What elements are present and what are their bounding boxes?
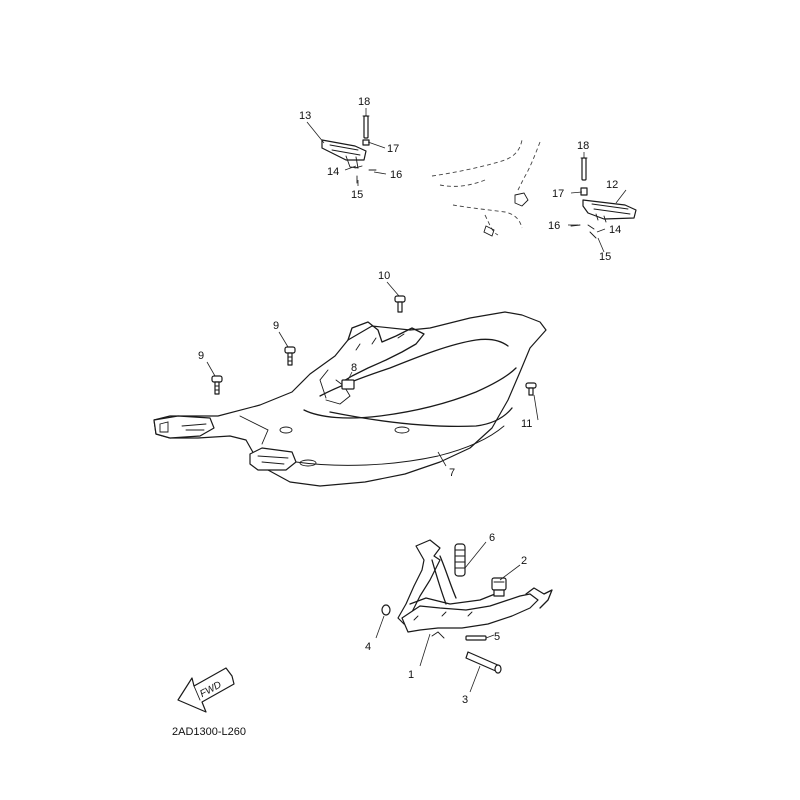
main-stand [381,539,553,674]
nut-8 [341,379,355,390]
bolts [211,295,537,396]
footrest-left [321,115,377,184]
callout-13: 13 [299,110,311,122]
frame-ghost-outline [431,139,541,237]
callouts: 13 18 17 14 16 15 18 12 17 16 14 15 10 9… [198,96,621,706]
callout-17-left: 17 [387,143,399,155]
bolt-11 [525,382,537,396]
callout-11: 11 [521,418,532,430]
leader-lines [206,108,627,693]
callout-16-right: 16 [548,220,560,232]
callout-14-left: 14 [327,166,339,178]
rear-body-cover [153,311,547,487]
callout-9-left: 9 [198,350,204,362]
callout-10: 10 [378,270,390,282]
callout-8: 8 [351,362,357,374]
fwd-arrow: FWD [177,667,235,713]
callout-14-right: 14 [609,224,621,236]
callout-3: 3 [462,694,468,706]
callout-15-right: 15 [599,251,611,263]
callout-17-right: 17 [552,188,564,200]
callout-1: 1 [408,669,414,681]
footrest-right [570,157,637,239]
bolt-10 [394,295,406,313]
bolt-9-center [284,346,296,366]
bolt-9-left [211,375,223,395]
callout-9-center: 9 [273,320,279,332]
callout-4: 4 [365,641,371,653]
callout-18-right: 18 [577,140,589,152]
callout-12: 12 [606,179,618,191]
callout-5: 5 [494,631,500,643]
callout-18-left: 18 [358,96,370,108]
callout-15-left: 15 [351,189,363,201]
callout-2: 2 [521,555,527,567]
drawing-code: 2AD1300-L260 [172,726,246,738]
callout-7: 7 [449,467,455,479]
callout-6: 6 [489,532,495,544]
callout-16-left: 16 [390,169,402,181]
